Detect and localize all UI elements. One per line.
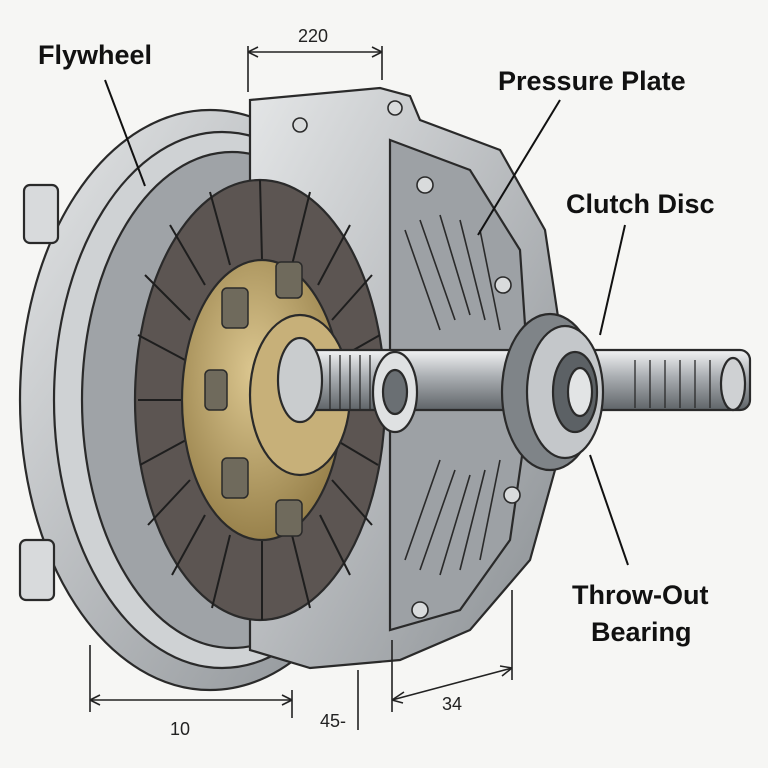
dimension-bottom-right: 34 (391, 590, 513, 714)
dimension-bottom-left: 10 (89, 645, 293, 739)
dimension-top: 220 (247, 26, 383, 92)
label-pressure-plate: Pressure Plate (498, 66, 686, 96)
dim-label-top: 220 (298, 26, 328, 46)
dim-label-bottom-right: 34 (442, 694, 462, 714)
dimension-bottom-mid: 45- (320, 670, 359, 731)
label-clutch-disc: Clutch Disc (566, 189, 715, 219)
label-flywheel: Flywheel (38, 40, 152, 70)
label-throw-out-line1: Throw-Out (572, 580, 708, 610)
dim-label-bottom-left: 10 (170, 719, 190, 739)
diaphragm-fingers (404, 214, 501, 576)
dim-label-bottom-mid: 45- (320, 711, 346, 731)
callout-leaders (104, 79, 629, 566)
throw-out-bearing (500, 312, 605, 472)
label-throw-out-line2: Bearing (591, 617, 692, 647)
